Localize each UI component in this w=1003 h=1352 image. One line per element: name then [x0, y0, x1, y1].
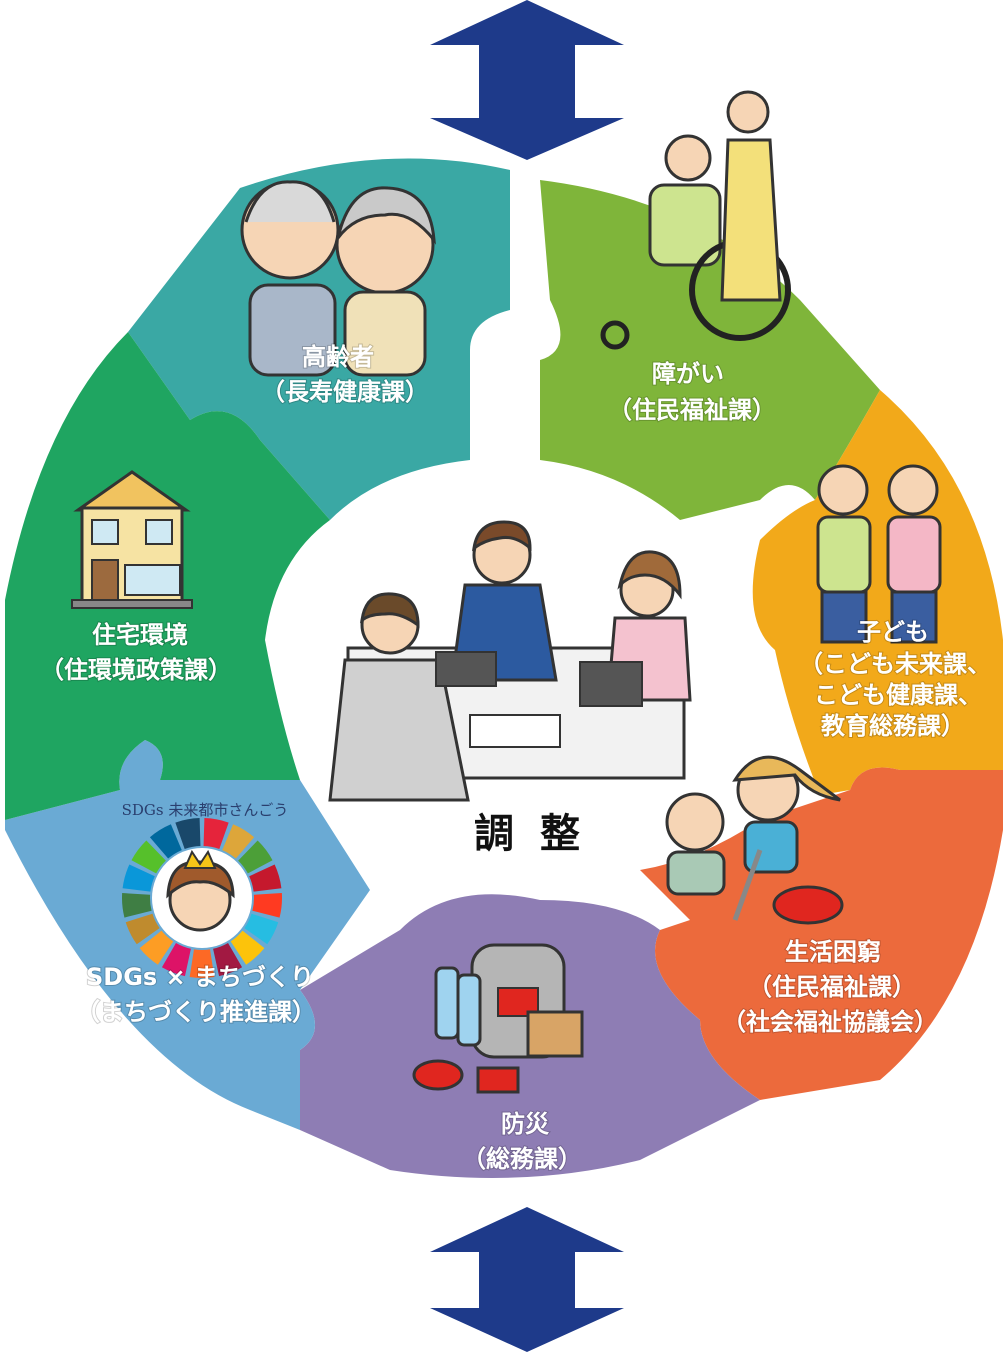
sdgs-wheel-wedge: [203, 818, 229, 849]
sdgs-wheel-wedge: [189, 949, 215, 978]
emergency-kit-illustration: [412, 943, 584, 1094]
segment-disaster: 防災 （総務課）: [300, 894, 760, 1178]
sdgs-wheel-wedge: [249, 864, 282, 892]
house-illustration: [71, 470, 193, 609]
housing-title: 住宅環境: [92, 621, 188, 649]
disability-dept-line-1: （住民福祉課）: [608, 396, 776, 424]
disaster-title: 防災: [501, 1110, 550, 1138]
children-title: 子ども: [857, 618, 929, 646]
sdgs-title: SDGs × まちづくり: [86, 963, 314, 991]
sdgs-wheel-wedge: [149, 824, 182, 859]
meeting-illustration: [328, 520, 692, 802]
children-dept-line-1: （こども未来課、: [799, 650, 991, 678]
children-illustration: [816, 464, 942, 644]
caregiver-illustration: [665, 755, 844, 925]
sdgs-wheel-wedge: [213, 943, 243, 977]
sdgs-wheel-wedge: [122, 893, 152, 918]
segment-disability: 障がい （住民福祉課）: [540, 90, 880, 520]
center-label: 調 整: [474, 811, 586, 857]
top-double-arrow-icon: [430, 0, 624, 160]
segment-sdgs: SDGs 未来都市さんごう SDGs × まちづくり （まちづくり推進課）: [5, 740, 370, 1130]
sdgs-wheel-wedge: [252, 893, 282, 918]
bottom-double-arrow-icon: [430, 1207, 624, 1352]
poverty-dept-line-2: （社会福祉協議会）: [722, 1008, 938, 1036]
segment-children: 子ども （こども未来課、 こども健康課、 教育総務課）: [752, 390, 1003, 795]
sdgs-caption: SDGs 未来都市さんごう: [122, 801, 289, 819]
elderly-title: 高齢者: [302, 343, 374, 371]
disaster-dept-line-1: （総務課）: [462, 1145, 582, 1173]
sdgs-wheel-wedge: [122, 864, 155, 892]
segment-elderly: 高齢者 （長寿健康課）: [128, 158, 510, 520]
poverty-dept-line-1: （住民福祉課）: [748, 973, 916, 1001]
sdgs-dept-line-1: （まちづくり推進課）: [76, 998, 316, 1026]
sdgs-wheel-wedge: [222, 824, 255, 859]
sdgs-wheel-wedge: [230, 930, 265, 965]
sdgs-wheel-wedge: [139, 930, 174, 965]
elderly-couple-illustration: [240, 180, 436, 377]
housing-dept-line-1: （住環境政策課）: [40, 656, 232, 684]
mascot-illustration: [166, 849, 235, 932]
wheelchair-illustration: [600, 90, 791, 350]
children-dept-line-2: こども健康課、: [814, 681, 982, 709]
segment-poverty: 生活困窮 （住民福祉課） （社会福祉協議会）: [640, 755, 1003, 1100]
sdgs-wheel-wedge: [175, 818, 201, 849]
sdgs-wheel-wedge: [161, 943, 191, 977]
sdgs-wheel-wedge: [131, 840, 166, 874]
sdgs-wheel-wedge: [238, 840, 273, 874]
segment-housing: 住宅環境 （住環境政策課）: [5, 332, 330, 820]
children-dept-line-3: 教育総務課）: [821, 712, 965, 740]
elderly-dept-line-1: （長寿健康課）: [261, 378, 429, 406]
sdgs-wheel-wedge: [244, 913, 279, 945]
disability-title: 障がい: [652, 360, 724, 388]
sdgs-wheel-wedge: [125, 913, 160, 945]
poverty-title: 生活困窮: [785, 938, 881, 966]
